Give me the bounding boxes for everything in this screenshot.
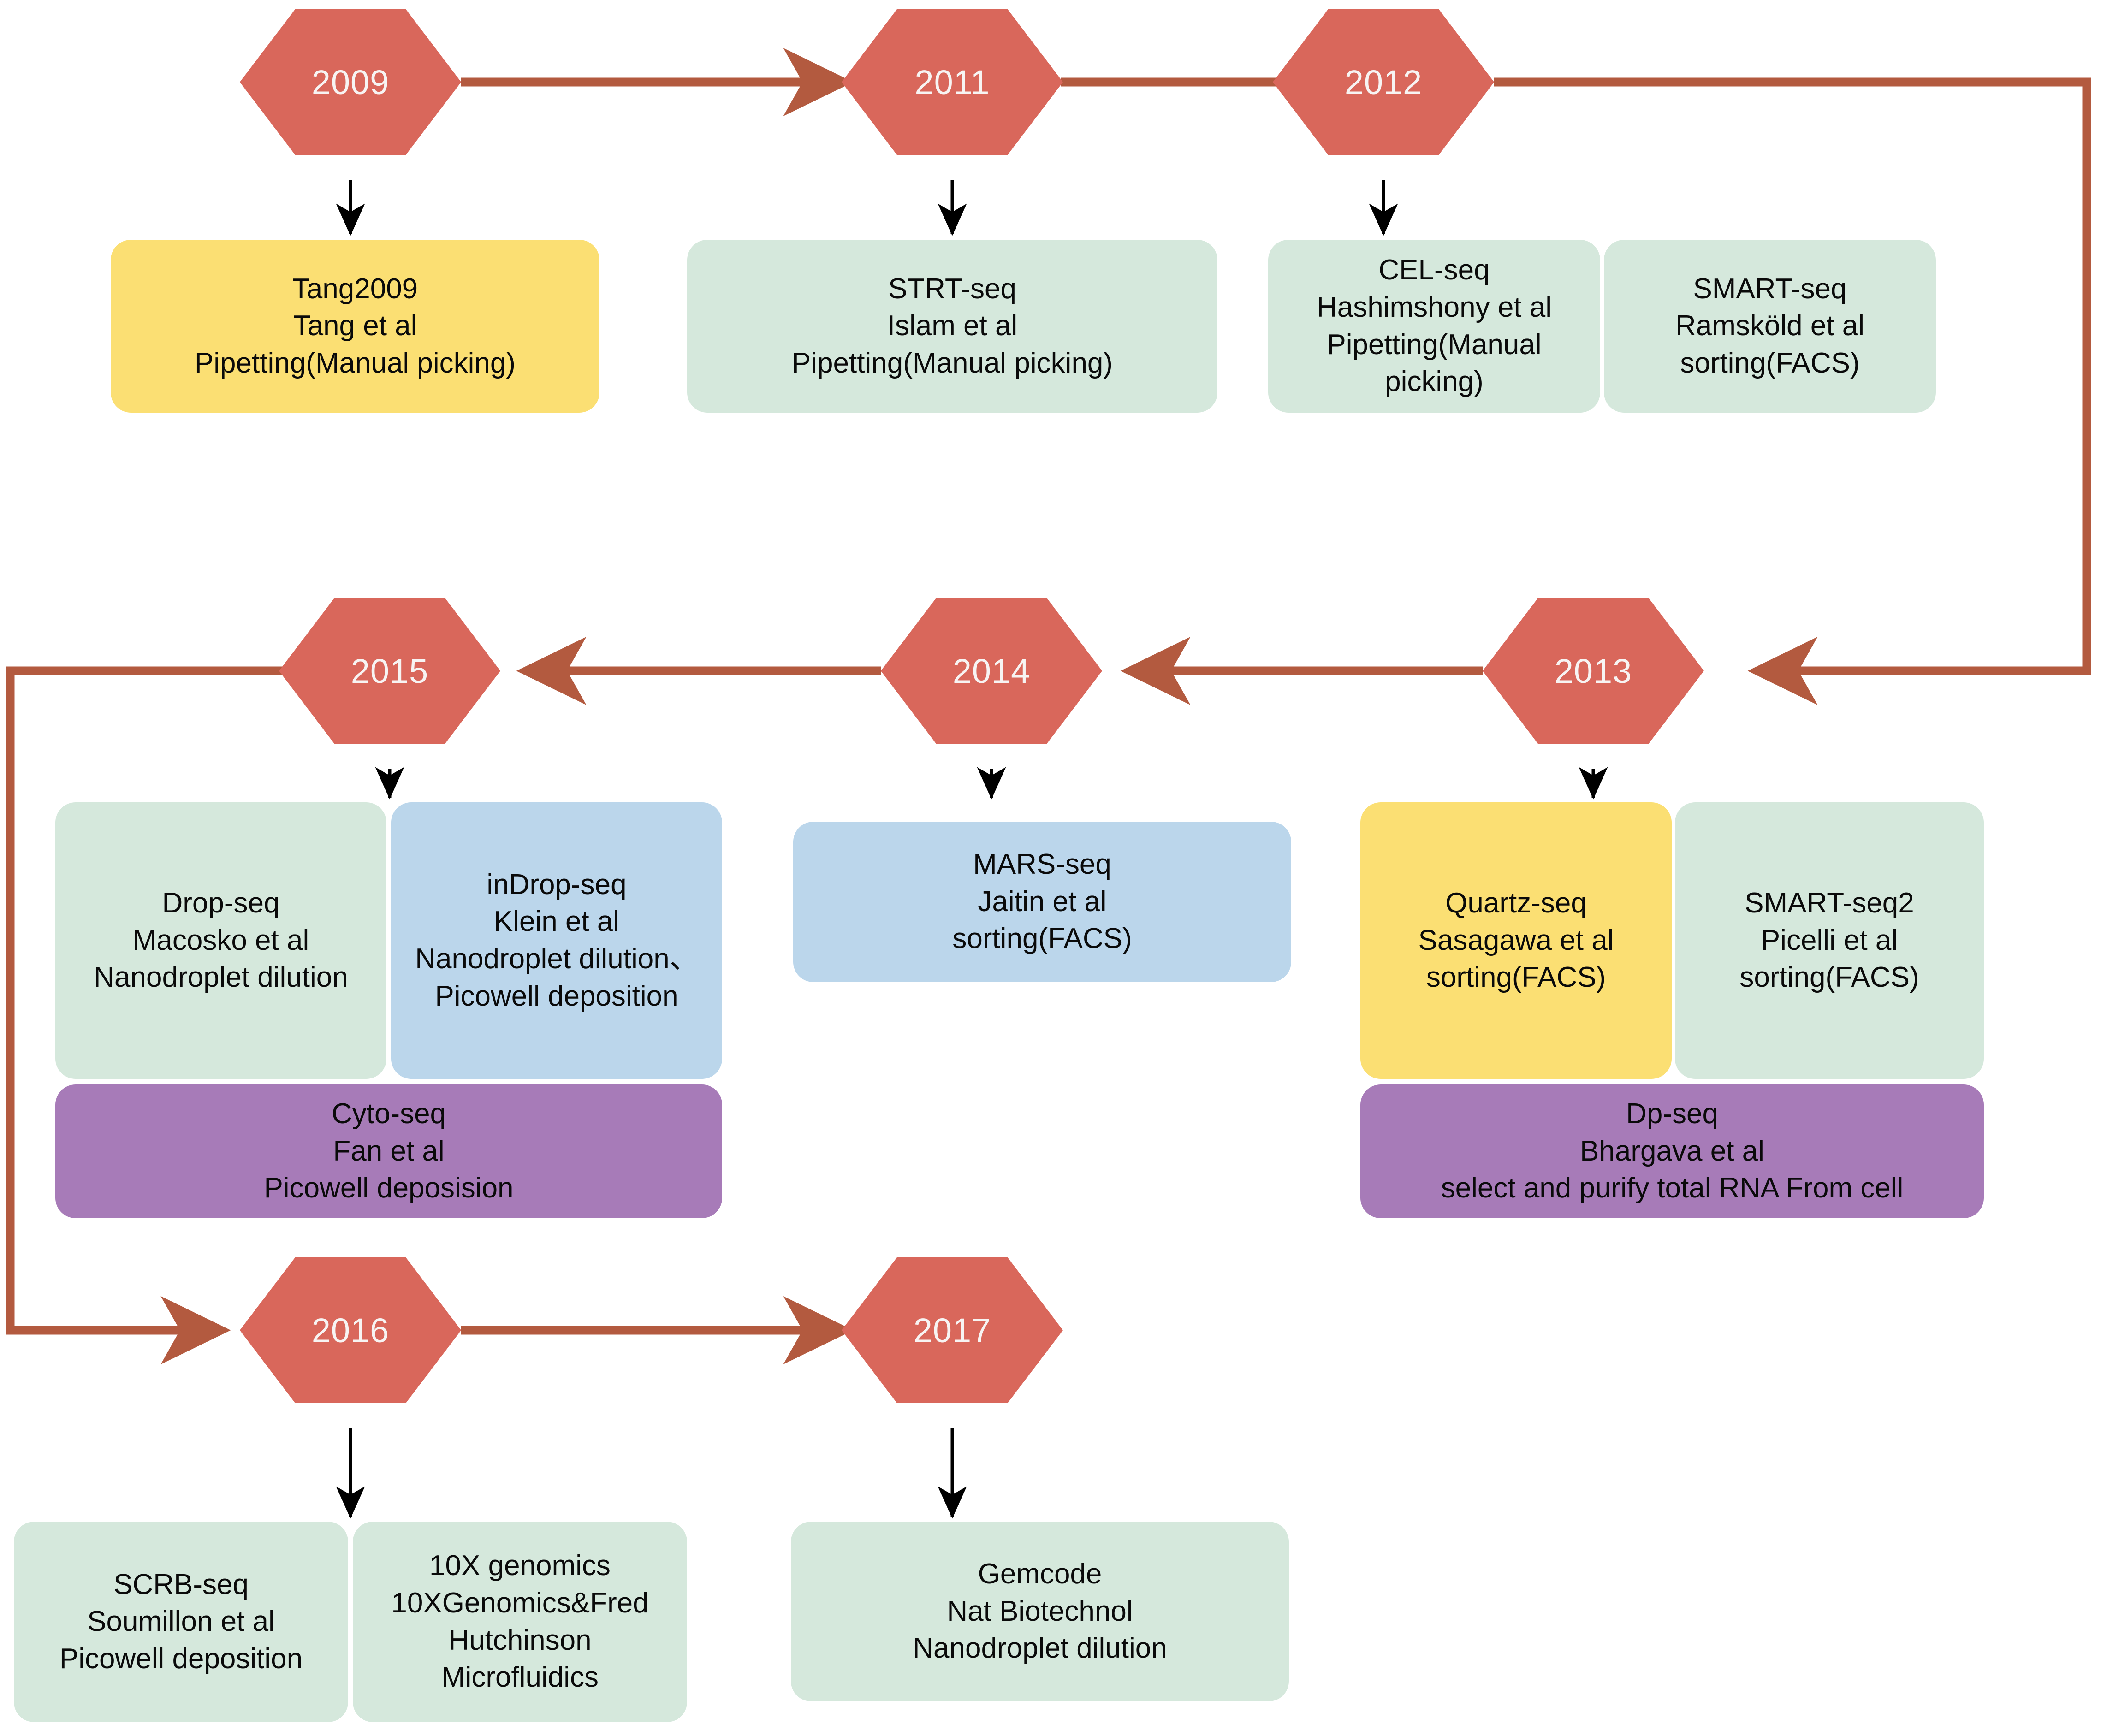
method-card-strt[interactable]: STRT-seq Islam et al Pipetting(Manual pi… <box>687 240 1217 413</box>
method-card-text: Tang2009 Tang et al Pipetting(Manual pic… <box>194 273 516 379</box>
method-card-text: Quartz-seq Sasagawa et al sorting(FACS) <box>1418 887 1614 994</box>
method-card-scrb[interactable]: SCRB-seq Soumillon et al Picowell deposi… <box>14 1522 348 1722</box>
method-card-text: 10X genomics 10XGenomics&Fred Hutchinson… <box>391 1550 649 1694</box>
method-card-dropseq[interactable]: Drop-seq Macosko et al Nanodroplet dilut… <box>55 802 386 1079</box>
timeline-2012-to-2013 <box>1494 77 2091 705</box>
timeline-2015-to-2016 <box>6 666 286 1365</box>
method-card-text: STRT-seq Islam et al Pipetting(Manual pi… <box>791 273 1113 379</box>
method-card-smartseq[interactable]: SMART-seq Ramsköld et al sorting(FACS) <box>1604 240 1936 413</box>
method-card-text: inDrop-seq Klein et al Nanodroplet dilut… <box>415 868 698 1012</box>
method-card-smartseq2[interactable]: SMART-seq2 Picelli et al sorting(FACS) <box>1675 802 1984 1079</box>
method-card-text: Cyto-seq Fan et al Picowell deposision <box>264 1098 514 1204</box>
method-card-quartz[interactable]: Quartz-seq Sasagawa et al sorting(FACS) <box>1360 802 1672 1079</box>
method-card-text: SMART-seq Ramsköld et al sorting(FACS) <box>1675 273 1865 379</box>
method-card-marsseq[interactable]: MARS-seq Jaitin et al sorting(FACS) <box>793 822 1291 982</box>
method-card-indrop[interactable]: inDrop-seq Klein et al Nanodroplet dilut… <box>391 802 722 1079</box>
year-node-2016[interactable]: 2016 <box>240 1257 461 1403</box>
method-card-text: Dp-seq Bhargava et al select and purify … <box>1441 1098 1904 1204</box>
method-card-dpseq[interactable]: Dp-seq Bhargava et al select and purify … <box>1360 1084 1984 1218</box>
method-card-cytoseq[interactable]: Cyto-seq Fan et al Picowell deposision <box>55 1084 722 1218</box>
method-card-tang2009[interactable]: Tang2009 Tang et al Pipetting(Manual pic… <box>111 240 599 413</box>
method-card-text: MARS-seq Jaitin et al sorting(FACS) <box>952 848 1132 955</box>
method-card-text: CEL-seq Hashimshony et al Pipetting(Manu… <box>1316 254 1552 398</box>
method-card-text: SMART-seq2 Picelli et al sorting(FACS) <box>1739 887 1919 994</box>
method-card-text: Gemcode Nat Biotechnol Nanodroplet dilut… <box>913 1558 1167 1665</box>
method-card-text: Drop-seq Macosko et al Nanodroplet dilut… <box>94 887 348 994</box>
method-card-text: SCRB-seq Soumillon et al Picowell deposi… <box>59 1568 303 1675</box>
year-node-2017[interactable]: 2017 <box>842 1257 1063 1403</box>
method-card-gemcode[interactable]: Gemcode Nat Biotechnol Nanodroplet dilut… <box>791 1522 1289 1701</box>
method-card-celseq[interactable]: CEL-seq Hashimshony et al Pipetting(Manu… <box>1268 240 1600 413</box>
method-card-10x[interactable]: 10X genomics 10XGenomics&Fred Hutchinson… <box>353 1522 687 1722</box>
